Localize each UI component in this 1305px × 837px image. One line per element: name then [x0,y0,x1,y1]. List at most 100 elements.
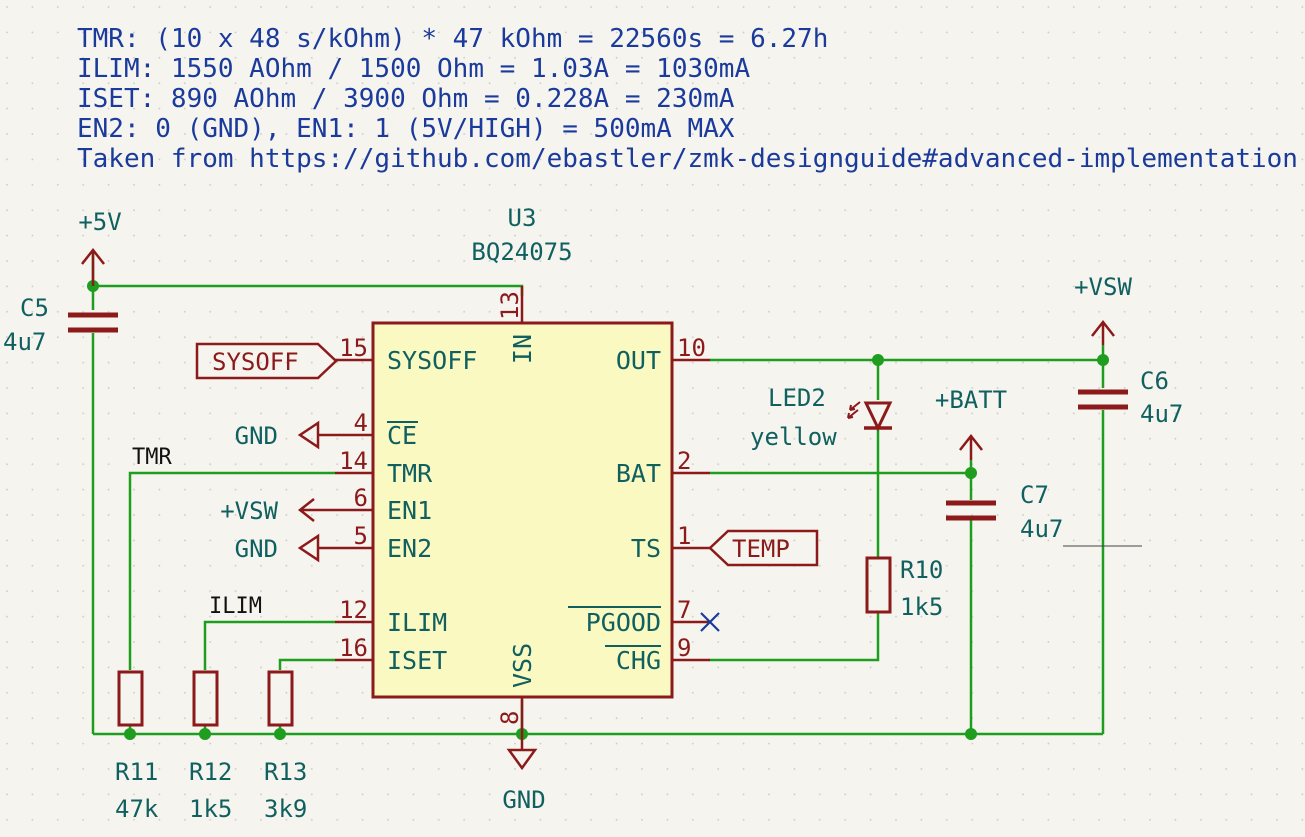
resistor-r13 [267,670,294,727]
power-5v-label: +5V [78,208,121,236]
pin-name-en1: EN1 [387,496,432,525]
power-symbols [81,247,1115,771]
ic-value: BQ24075 [471,238,572,266]
gnd-en2-label: GND [235,535,278,563]
note-tmr: TMR: (10 x 48 s/kOhm) * 47 kOhm = 22560s… [77,24,829,54]
resistor-r12 [192,670,219,727]
ic-overbars [387,421,661,647]
power-vsw-en1-arrow [297,498,335,522]
pin-num-4: 4 [354,409,368,437]
led2-ref: LED2 [768,384,826,412]
note-source: Taken from https://github.com/ebastler/z… [77,144,1298,174]
pin-name-pgood: PGOOD [586,608,661,637]
power-batt-label: +BATT [935,386,1007,414]
pin-name-tmr: TMR [387,459,433,488]
junction [124,728,136,740]
pin-num-9: 9 [677,634,691,662]
r11-value: 47k [115,795,159,823]
pin-num-2: 2 [677,447,691,475]
pin-name-ilim: ILIM [387,608,447,637]
wires [91,250,1105,736]
note-en: EN2: 0 (GND), EN1: 1 (5V/HIGH) = 500mA M… [77,114,735,144]
c7-ref: C7 [1020,481,1049,509]
gnd-en2-symbol [297,533,335,563]
power-vsw-label: +VSW [1074,273,1132,301]
hier-labels [195,342,819,567]
gnd-bottom-label: GND [502,786,545,814]
junction [1097,354,1109,366]
pin-name-out: OUT [616,346,661,375]
gnd-ce-symbol [297,420,335,450]
c5-ref: C5 [20,294,49,322]
note-ilim: ILIM: 1550 AOhm / 1500 Ohm = 1.03A = 103… [77,54,751,84]
pin-num-8: 8 [496,711,524,725]
pin-num-1: 1 [677,522,691,550]
net-label-ilim: ILIM [209,594,262,619]
c7-value: 4u7 [1020,515,1063,543]
r13-value: 3k9 [264,795,307,823]
label-temp-text: TEMP [732,535,790,563]
pin-num-13: 13 [496,291,524,320]
ic-ref: U3 [508,204,537,232]
c6-ref: C6 [1140,367,1169,395]
wire-tmr [128,471,335,670]
pin-num-16: 16 [339,634,368,662]
capacitor-c6 [1078,389,1128,410]
pin-name-sysoff: SYSOFF [387,346,477,375]
note-iset: ISET: 890 AOhm / 3900 Ohm = 0.228A = 230… [77,84,735,114]
r11-ref: R11 [115,758,158,786]
wire-iset [278,658,335,670]
pin-name-chg: CHG [616,646,661,675]
label-sysoff-shape [195,342,338,380]
led-led2 [847,401,893,432]
c5-value: 4u7 [3,328,46,356]
ic-u3: SYSOFF CE TMR EN1 EN2 ILIM ISET OUT BAT … [335,204,710,734]
pin-num-5: 5 [354,522,368,550]
led2-value: yellow [750,423,837,451]
resistor-r10 [865,556,892,614]
pin-name-bat: BAT [616,459,661,488]
pin-name-ts: TS [631,534,661,563]
pin-name-vss: VSS [508,643,537,688]
label-temp-shape [708,529,819,567]
power-vsw-arrow [1091,319,1115,345]
r12-value: 1k5 [189,795,232,823]
pin-num-12: 12 [339,596,368,624]
resistor-r11 [117,670,144,727]
capacitor-c7 [946,500,996,521]
junction [274,728,286,740]
power-vsw-en1-label: +VSW [220,497,278,525]
wire-ilim [203,620,335,670]
capacitor-c5 [68,312,118,333]
junctions [87,280,1109,740]
wire-chg [710,612,880,662]
junction [965,728,977,740]
r10-ref: R10 [900,556,943,584]
pin-num-6: 6 [354,484,368,512]
net-label-tmr: TMR [132,445,172,470]
pin-num-10: 10 [677,334,706,362]
power-batt-arrow [959,433,983,460]
pin-num-7: 7 [677,596,691,624]
capacitors [68,312,1128,521]
gnd-bottom-symbol [506,734,538,771]
pin-name-ce: CE [387,421,417,450]
junction [199,728,211,740]
junction [965,467,977,479]
label-sysoff-text: SYSOFF [212,348,299,376]
pin-name-iset: ISET [387,646,447,675]
junction [872,354,884,366]
r10-value: 1k5 [900,593,943,621]
r13-ref: R13 [264,758,307,786]
r12-ref: R12 [189,758,232,786]
ic-pins [335,286,710,734]
resistors [117,556,892,727]
pin-name-en2: EN2 [387,534,432,563]
power-5v-arrow [81,247,105,286]
pin-num-15: 15 [339,334,368,362]
gnd-ce-label: GND [235,422,278,450]
ic-body [371,321,674,699]
no-connect-marker [700,612,720,632]
